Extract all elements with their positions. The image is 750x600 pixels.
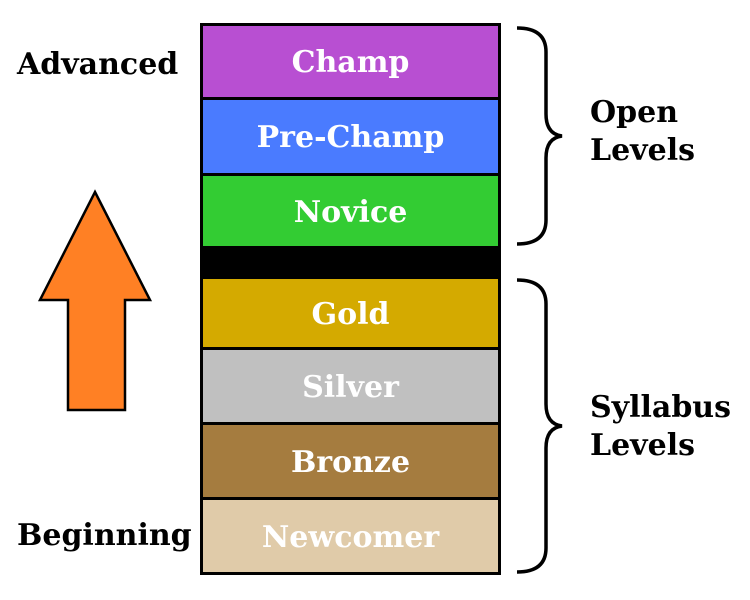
level-bar-silver	[200, 347, 501, 425]
up-arrow-icon	[37, 189, 153, 412]
open-levels-line2: Levels	[590, 133, 695, 168]
advanced-label: Advanced	[17, 47, 179, 82]
level-label: Silver	[302, 369, 399, 405]
level-label: Gold	[311, 296, 390, 332]
level-bar-gold	[200, 276, 501, 350]
syllabus-levels-line1: Syllabus	[590, 390, 732, 425]
level-bronze: Bronze	[200, 425, 501, 499]
level-champ: Champ	[200, 26, 501, 99]
level-bar-pre-champ	[200, 97, 501, 176]
level-label: Champ	[291, 45, 410, 80]
syllabus-levels-line2: Levels	[590, 428, 695, 463]
level-label: Novice	[293, 194, 408, 230]
level-bar-champ	[200, 23, 501, 100]
level-label: Newcomer	[261, 519, 440, 555]
open-levels-brace	[516, 26, 563, 246]
level-separator-bar	[200, 247, 501, 277]
level-novice: Novice	[200, 176, 501, 248]
syllabus-levels-label: Syllabus Levels	[590, 389, 731, 465]
open-levels-line1: Open	[590, 95, 679, 130]
open-levels-label: Open Levels	[590, 94, 695, 170]
level-label: Pre-Champ	[256, 120, 445, 155]
level-bar-bronze	[200, 422, 501, 500]
level-pre-champ: Pre-Champ	[200, 100, 501, 175]
level-silver: Silver	[200, 350, 501, 424]
level-newcomer: Newcomer	[200, 500, 501, 574]
level-bar-newcomer	[200, 497, 501, 575]
syllabus-levels-brace	[516, 278, 563, 574]
level-bar-novice	[200, 173, 501, 249]
level-label: Bronze	[290, 444, 411, 480]
level-gold: Gold	[200, 279, 501, 349]
beginning-label: Beginning	[17, 518, 192, 553]
